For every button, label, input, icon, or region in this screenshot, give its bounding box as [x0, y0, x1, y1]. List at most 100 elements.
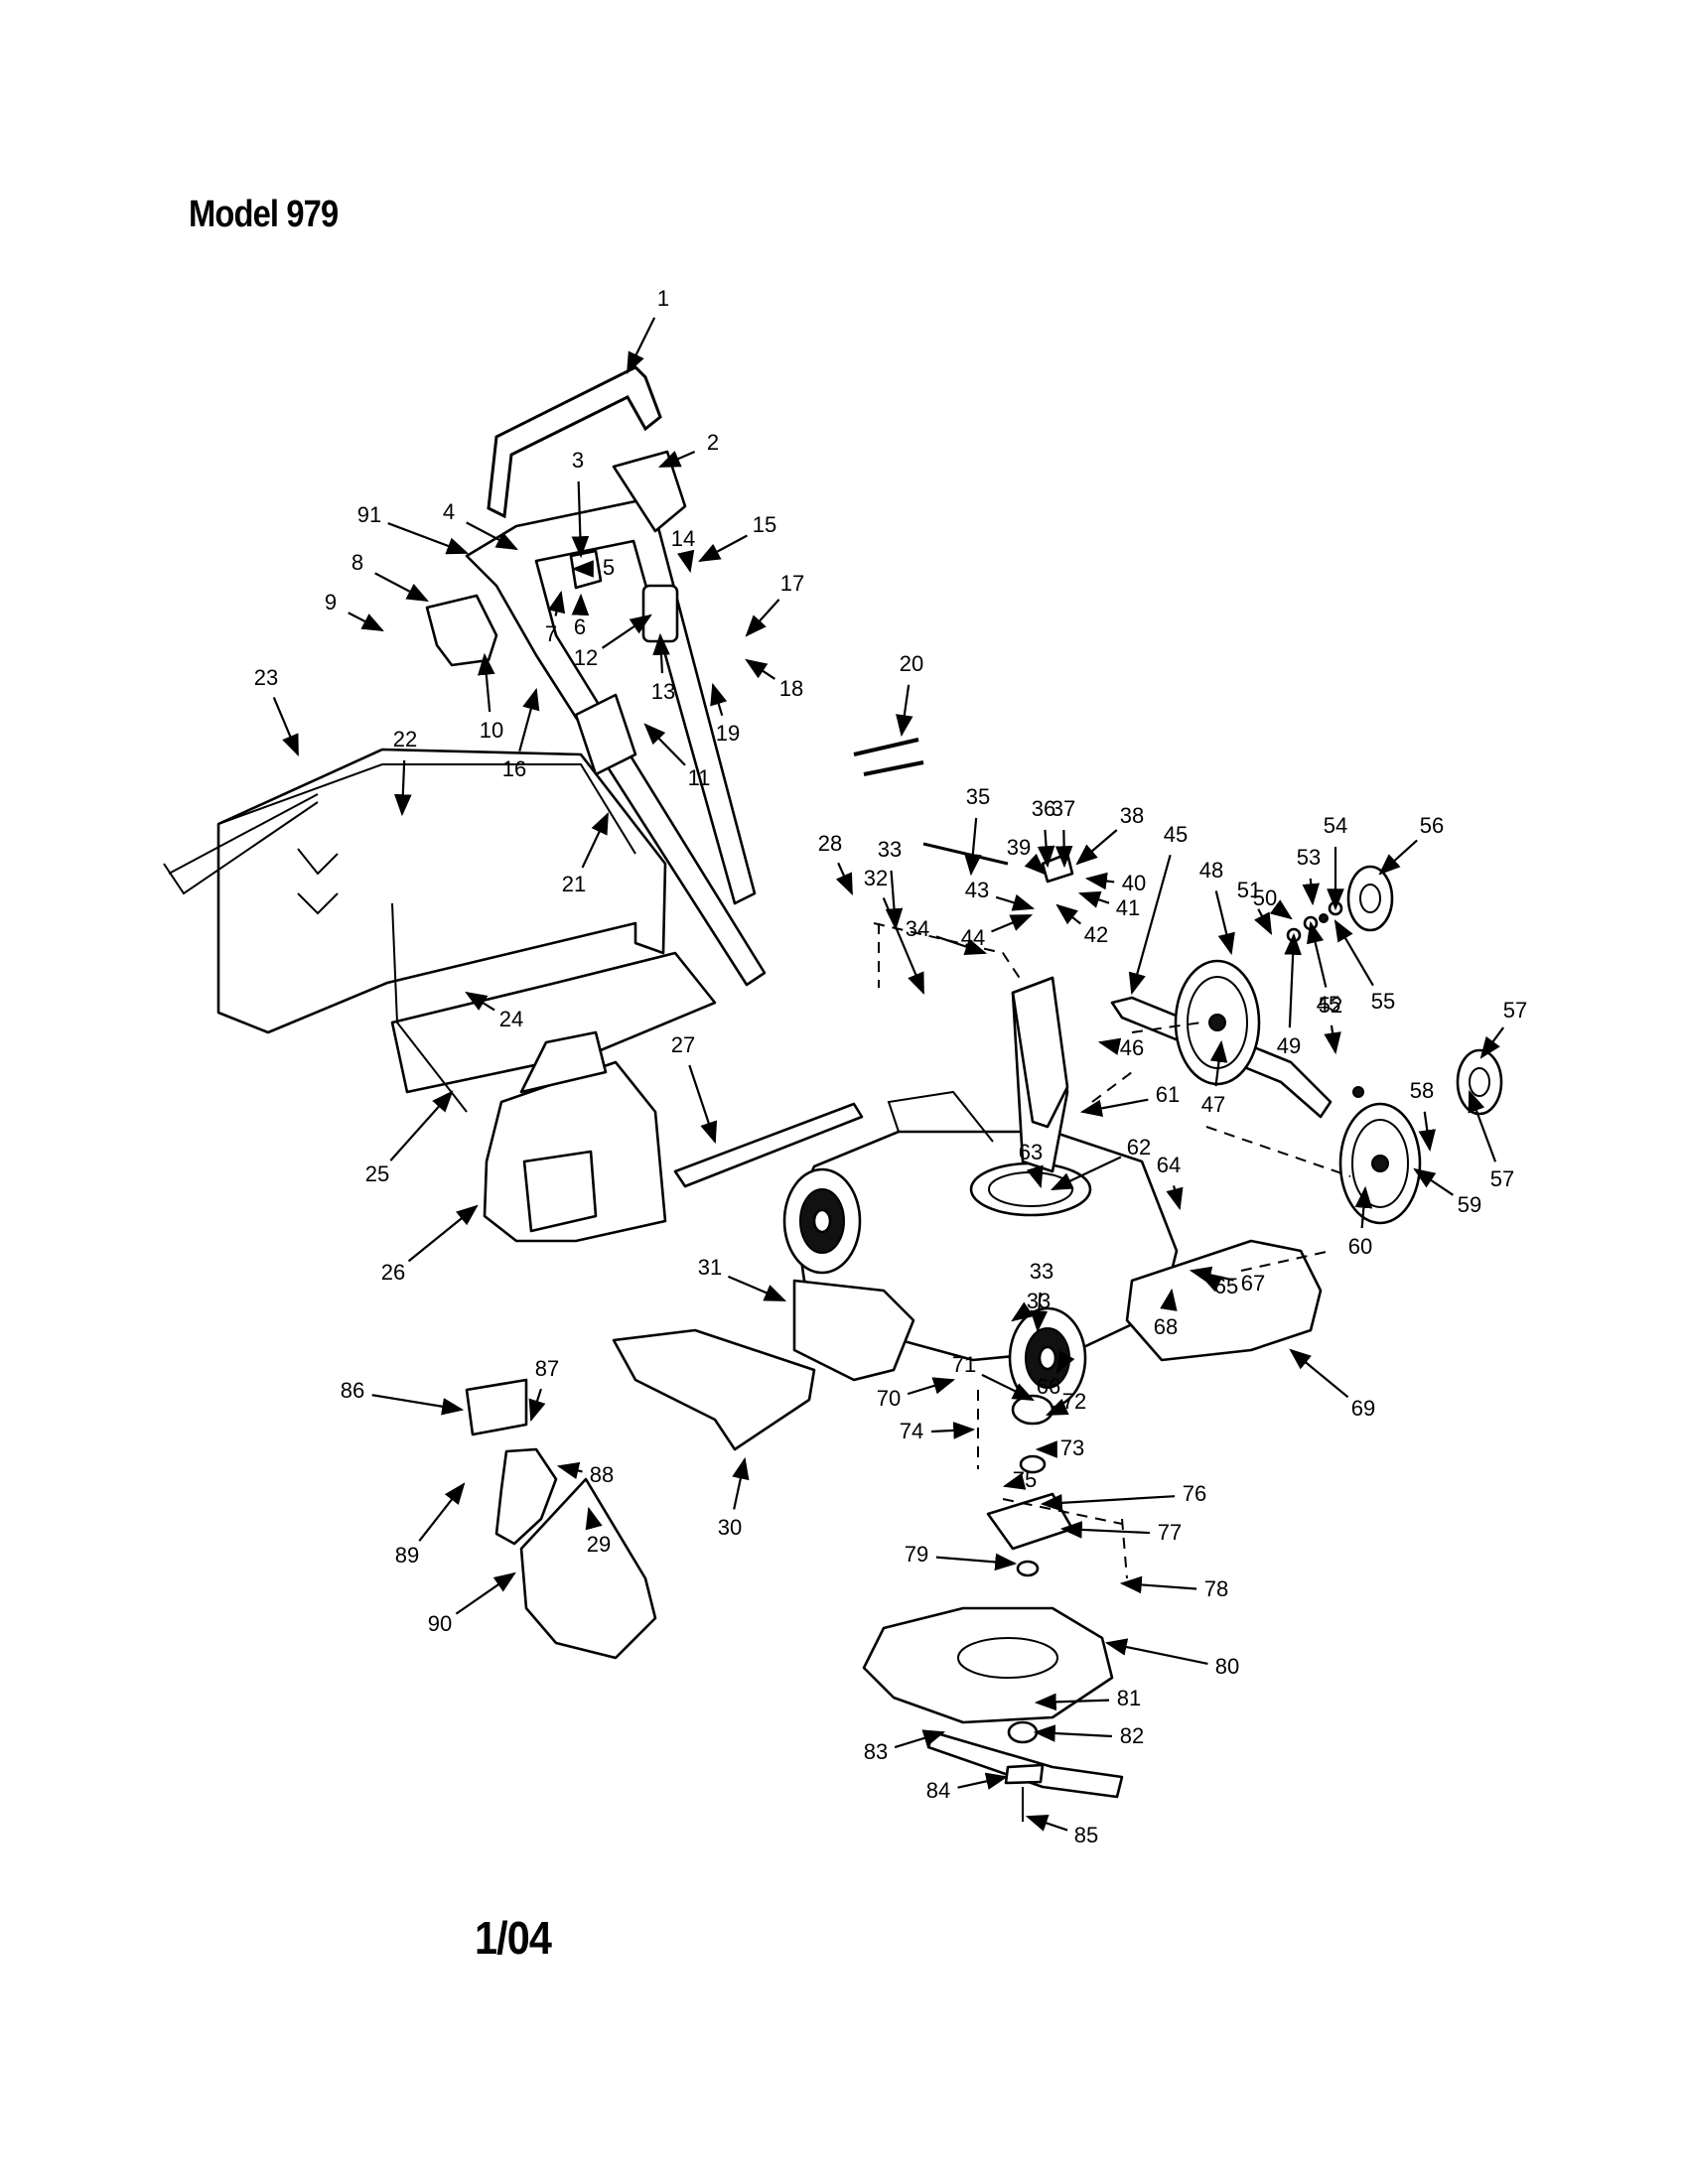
- callout-label-1: 1: [657, 286, 669, 311]
- callout-leader-24: [465, 991, 495, 1012]
- callout-leader-45: [1128, 854, 1172, 996]
- callout-label-29: 29: [587, 1532, 611, 1557]
- callout-label-88: 88: [590, 1462, 614, 1487]
- callout-label-19: 19: [716, 721, 740, 746]
- callout-label-78: 78: [1204, 1576, 1228, 1601]
- callout-label-74: 74: [900, 1419, 923, 1443]
- callout-leader-67: [1189, 1266, 1234, 1284]
- callout-leader-18: [745, 658, 775, 680]
- callout-label-31: 31: [698, 1255, 722, 1280]
- callout-leader-2: [657, 450, 696, 469]
- callout-leader-86: [371, 1394, 465, 1416]
- callout-label-63: 63: [1019, 1140, 1043, 1164]
- callout-label-70: 70: [877, 1386, 901, 1411]
- callout-label-67: 67: [1241, 1271, 1265, 1296]
- control-bail: [487, 365, 662, 519]
- callout-label-39: 39: [1007, 835, 1031, 860]
- rear-wheel-right: [1174, 959, 1261, 1086]
- callout-label-76: 76: [1183, 1481, 1206, 1506]
- callout-leader-30: [732, 1456, 750, 1510]
- callout-label-37: 37: [1052, 796, 1075, 821]
- callout-label-80: 80: [1215, 1654, 1239, 1679]
- callout-leader-79: [935, 1553, 1018, 1571]
- callout-leader-69: [1289, 1348, 1349, 1399]
- callout-label-79: 79: [905, 1542, 928, 1567]
- callout-leader-3: [571, 480, 590, 559]
- callout-label-14: 14: [671, 526, 695, 551]
- callout-leader-64: [1166, 1185, 1184, 1211]
- callout-leader-62: [1051, 1156, 1122, 1190]
- callout-label-20: 20: [900, 651, 923, 676]
- callout-leader-28: [835, 862, 854, 896]
- callout-leader-42: [1055, 903, 1082, 925]
- callout-leader-61: [1079, 1098, 1149, 1118]
- callout-label-71: 71: [952, 1352, 976, 1377]
- callout-label-75: 75: [1013, 1467, 1037, 1492]
- callout-label-42: 42: [1084, 922, 1108, 947]
- callout-label-38: 38: [1120, 803, 1144, 828]
- callout-leader-4: [466, 521, 518, 551]
- callout-label-34: 34: [906, 916, 929, 941]
- callout-leader-1: [627, 317, 656, 374]
- callout-label-36: 36: [1032, 796, 1055, 821]
- callout-leader-38: [1075, 829, 1118, 866]
- callout-label-58: 58: [1410, 1078, 1434, 1103]
- callout-label-57: 57: [1490, 1166, 1514, 1191]
- callout-leader-31: [727, 1275, 787, 1302]
- callout-label-13: 13: [651, 679, 675, 704]
- callout-leader-41: [1077, 890, 1110, 908]
- callout-label-91: 91: [357, 502, 381, 527]
- callout-label-9: 9: [325, 590, 337, 614]
- callout-label-5: 5: [603, 555, 615, 580]
- callout-leader-87: [528, 1388, 546, 1423]
- callout-label-33: 33: [1027, 1289, 1051, 1313]
- callout-label-50: 50: [1253, 886, 1277, 910]
- callout-label-64: 64: [1157, 1153, 1181, 1177]
- callout-label-11: 11: [688, 765, 711, 790]
- callout-label-7: 7: [545, 621, 557, 646]
- callout-label-26: 26: [381, 1260, 405, 1285]
- callout-label-60: 60: [1348, 1234, 1372, 1259]
- callout-leader-40: [1084, 872, 1115, 890]
- callout-leader-26: [407, 1204, 479, 1263]
- callout-label-40: 40: [1122, 871, 1146, 895]
- callout-leader-9: [348, 612, 384, 632]
- callout-label-73: 73: [1060, 1435, 1084, 1460]
- callout-labels: 1234567891011121314151617181920212223242…: [254, 286, 1527, 1847]
- front-baffle: [1125, 1239, 1323, 1362]
- callout-leader-70: [907, 1377, 956, 1396]
- callout-leader-71: [981, 1373, 1035, 1401]
- callout-leader-29: [585, 1506, 603, 1531]
- callout-leader-8: [374, 572, 429, 603]
- callout-label-17: 17: [780, 571, 804, 596]
- callout-leader-90: [455, 1571, 516, 1615]
- callout-label-18: 18: [779, 676, 803, 701]
- callout-leader-49: [1284, 932, 1302, 1028]
- hubcap-lower: [1456, 1048, 1503, 1116]
- callout-label-56: 56: [1420, 813, 1444, 838]
- callout-label-55: 55: [1371, 989, 1395, 1014]
- callout-leader-57: [1479, 1026, 1504, 1059]
- callout-leader-47: [1209, 1039, 1228, 1087]
- callout-leader-82: [1033, 1724, 1113, 1742]
- revision-date: 1/04: [475, 1912, 552, 1964]
- callout-label-8: 8: [351, 550, 363, 575]
- callout-label-16: 16: [502, 756, 526, 781]
- callout-label-22: 22: [393, 727, 417, 751]
- callout-label-83: 83: [864, 1739, 888, 1764]
- callout-leader-84: [957, 1772, 1009, 1790]
- callout-leader-17: [745, 599, 780, 637]
- callout-leader-74: [930, 1422, 976, 1439]
- callout-leader-33: [1011, 1301, 1035, 1322]
- callout-label-54: 54: [1324, 813, 1347, 838]
- callout-leader-77: [1059, 1521, 1151, 1539]
- callout-label-30: 30: [718, 1515, 742, 1540]
- callout-leader-50: [1269, 899, 1293, 920]
- callout-leader-46: [1097, 1037, 1122, 1055]
- callout-leader-68: [1160, 1288, 1178, 1311]
- callout-label-65: 65: [1214, 1274, 1238, 1298]
- callout-leader-19: [710, 682, 728, 717]
- mulch-plug: [792, 1279, 915, 1382]
- callout-leader-27: [688, 1064, 718, 1145]
